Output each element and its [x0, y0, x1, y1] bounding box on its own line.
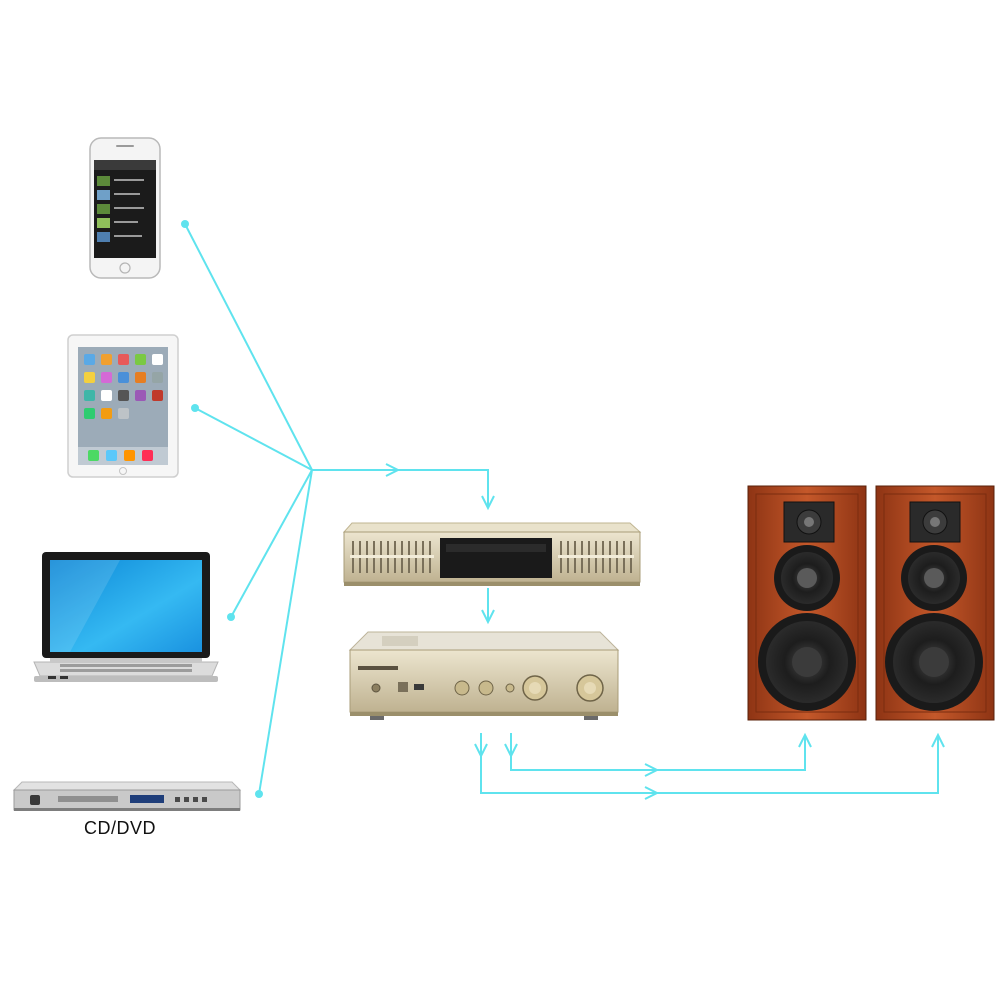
connector-laptop [230, 469, 313, 618]
arrow-up-icon [798, 732, 812, 748]
tablet-app-icons [84, 354, 163, 419]
arrow-down-icon [504, 743, 518, 759]
connector-arrows [385, 463, 945, 800]
laptop-device [33, 552, 219, 682]
arrow-right-icon [644, 786, 660, 800]
connector-tablet [194, 407, 313, 471]
arrow-down-icon [481, 609, 495, 625]
arrow-up-icon [931, 732, 945, 748]
connector-dot [181, 220, 189, 228]
connector-cd-dvd [258, 469, 313, 795]
power-button-icon [371, 683, 381, 693]
smartphone-device [89, 137, 161, 279]
left-speaker-device [747, 485, 867, 721]
arrow-right-icon [385, 463, 401, 477]
equalizer-device [342, 522, 642, 586]
amp-knob-small [505, 683, 515, 693]
connector-smartphone [184, 223, 313, 471]
connector-dot [191, 404, 199, 412]
cd-dvd-player-device [12, 781, 242, 811]
cd-dvd-label: CD/DVD [84, 818, 157, 838]
arrow-down-icon [474, 743, 488, 759]
tablet-device [67, 334, 179, 478]
arrow-right-icon [644, 763, 660, 777]
connector-amplifier-to-right-speaker [480, 733, 939, 794]
amp-knob-small [454, 680, 470, 696]
connector-dot [255, 790, 263, 798]
connector-dots [181, 220, 263, 798]
amp-knob-small [478, 680, 494, 696]
connector-dot [227, 613, 235, 621]
arrow-down-icon [481, 495, 495, 511]
right-speaker-device [875, 485, 995, 721]
connector-amplifier-to-left-speaker [510, 733, 806, 771]
amplifier-device [348, 631, 620, 720]
connector-hub-to-equalizer [312, 469, 489, 508]
